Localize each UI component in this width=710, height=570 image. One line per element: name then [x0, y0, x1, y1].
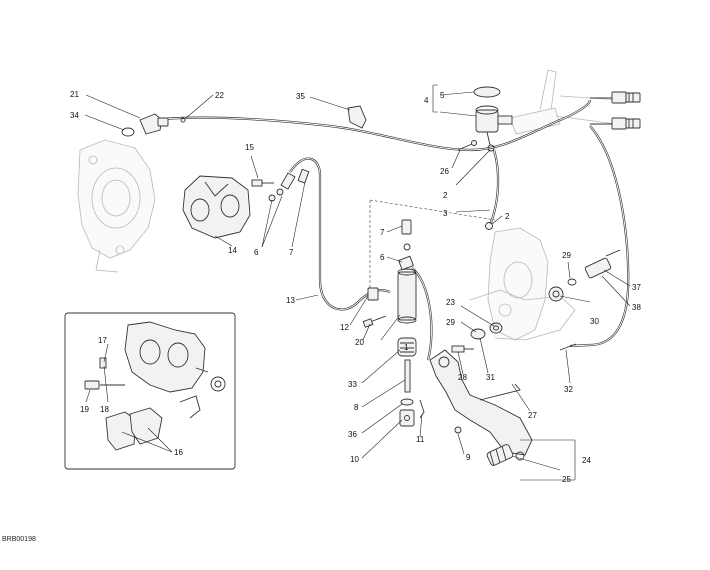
- callout-22: 22: [215, 91, 224, 100]
- leader-lines: [84, 84, 631, 481]
- callout-labels: 1 2 2 3 4 5 6 6 7 7 8 9 10 11 12 13 14 1…: [70, 90, 641, 484]
- callout-7-pump: 7: [380, 228, 385, 237]
- brake-pedal: [429, 349, 533, 467]
- drawing-code: BRB00198: [2, 536, 36, 543]
- callout-28: 28: [458, 373, 467, 382]
- callout-20: 20: [355, 338, 364, 347]
- callout-2-upper: 2: [443, 191, 448, 200]
- callout-27: 27: [528, 411, 537, 420]
- callout-16: 16: [174, 448, 183, 457]
- callout-33: 33: [348, 380, 357, 389]
- sensor-connector-lower: [590, 117, 641, 130]
- callout-29-sensor: 29: [562, 251, 571, 260]
- callout-8: 8: [354, 403, 359, 412]
- callout-9: 9: [466, 453, 471, 462]
- cable-clip: [347, 105, 367, 129]
- callout-26: 26: [440, 167, 449, 176]
- callout-38: 38: [632, 303, 641, 312]
- brake-reservoir: [473, 86, 513, 152]
- callout-36: 36: [348, 430, 357, 439]
- callout-23: 23: [446, 298, 455, 307]
- abs-sensor-rear: [548, 249, 621, 351]
- callout-34: 34: [70, 111, 79, 120]
- callout-5: 5: [440, 91, 445, 100]
- callout-14: 14: [228, 246, 237, 255]
- callout-4: 4: [424, 96, 429, 105]
- pump-banjo: [362, 287, 387, 328]
- banjo-union-front: [268, 168, 310, 202]
- callout-18: 18: [100, 405, 109, 414]
- callout-10: 10: [350, 455, 359, 464]
- ghost-swingarm-plate: [469, 227, 576, 341]
- pump-clevis: [399, 398, 425, 427]
- rear-caliper: [182, 175, 251, 239]
- speed-sensor: [121, 113, 186, 137]
- callout-37: 37: [632, 283, 641, 292]
- reservoir-screw: [457, 140, 477, 151]
- feed-hose-to-pump: [411, 267, 433, 361]
- callout-6-pump: 6: [380, 253, 385, 262]
- callout-31: 31: [486, 373, 495, 382]
- alignment-lines: [369, 199, 496, 290]
- inset-panel: [64, 312, 236, 470]
- sensor-cable-rear: [569, 125, 630, 348]
- callout-30: 30: [590, 317, 599, 326]
- ghost-footpeg-hanger: [509, 69, 621, 135]
- callout-12: 12: [340, 323, 349, 332]
- hose-clamp-lower: [485, 222, 493, 230]
- callout-21: 21: [70, 90, 79, 99]
- callout-13: 13: [286, 296, 295, 305]
- callout-35: 35: [296, 92, 305, 101]
- callout-24: 24: [582, 456, 591, 465]
- callout-29-pedal: 29: [446, 318, 455, 327]
- callout-1: 1: [404, 343, 409, 352]
- pump-boot-and-rod: [397, 337, 417, 393]
- callout-25: 25: [562, 475, 571, 484]
- callout-32: 32: [564, 385, 573, 394]
- callout-2-lower: 2: [505, 212, 510, 221]
- callout-7-caliper: 7: [289, 248, 294, 257]
- callout-15: 15: [245, 143, 254, 152]
- callout-3: 3: [443, 209, 448, 218]
- reservoir-hose-3: [488, 149, 500, 226]
- callout-17: 17: [98, 336, 107, 345]
- master-cylinder: [397, 219, 417, 324]
- callout-11: 11: [416, 435, 425, 444]
- callout-6-caliper: 6: [254, 248, 259, 257]
- sensor-cable-main: [149, 99, 592, 152]
- sensor-connector-upper: [590, 91, 641, 104]
- ghost-caliper-bracket: [77, 139, 156, 273]
- caliper-bolt: [251, 179, 274, 187]
- callout-19: 19: [80, 405, 89, 414]
